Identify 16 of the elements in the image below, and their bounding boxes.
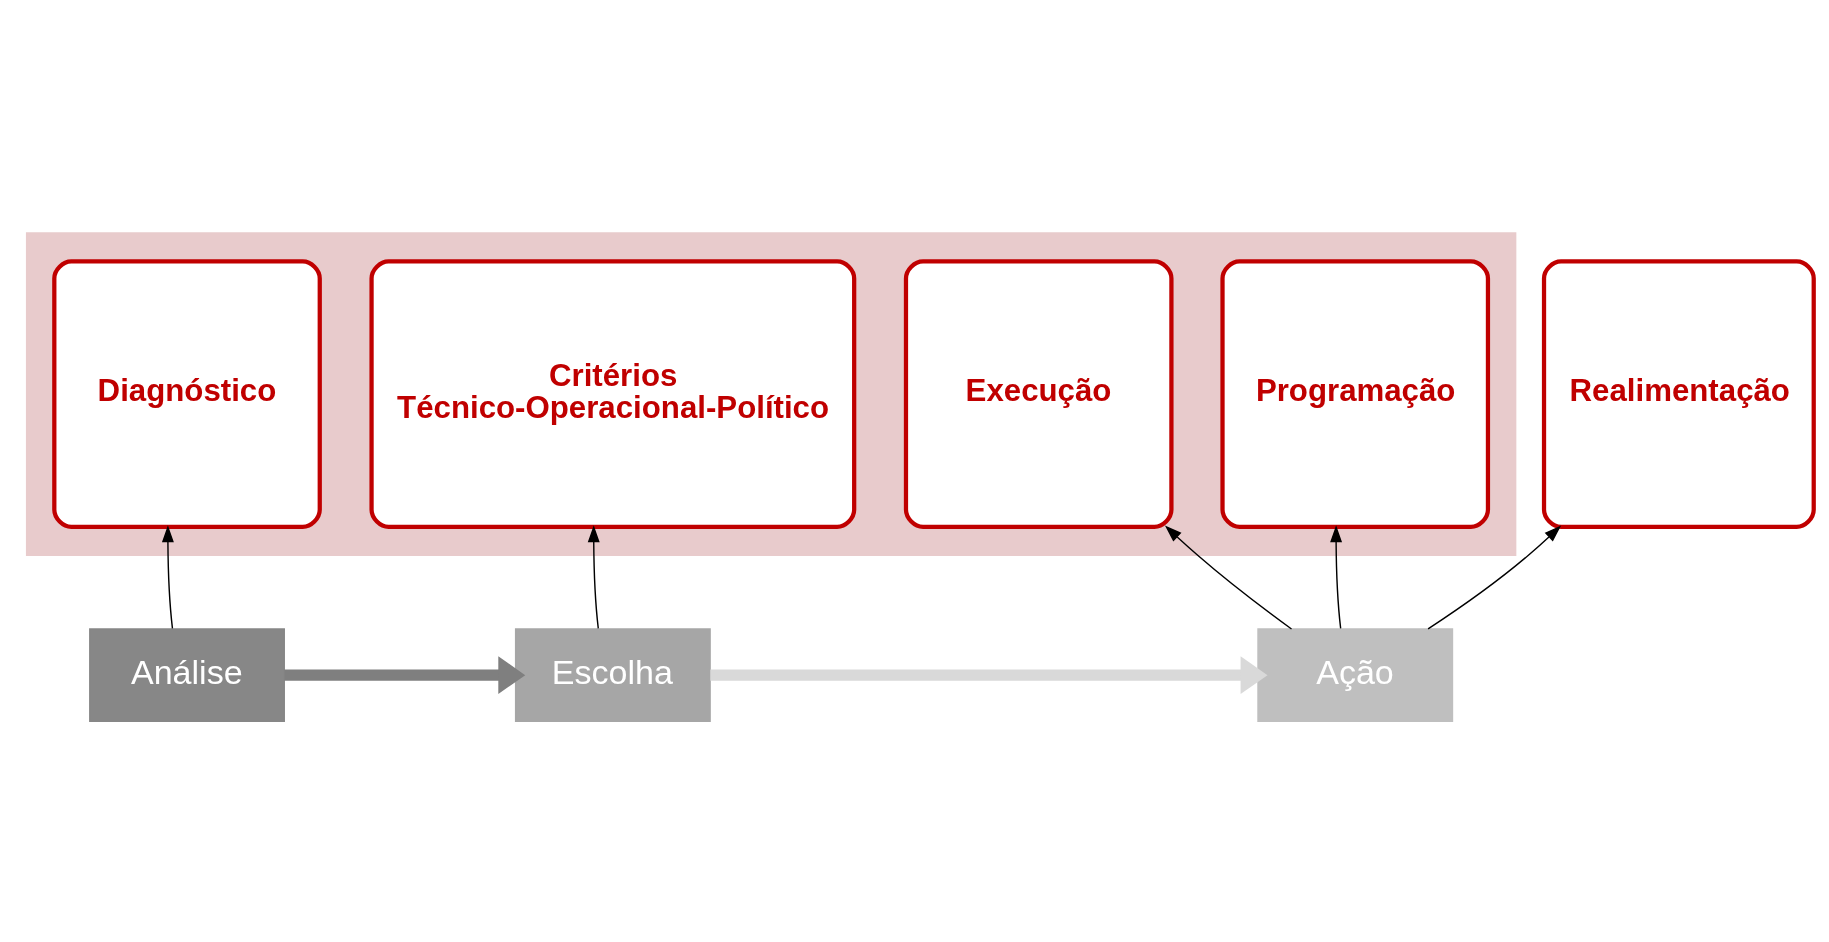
- arrow: [1330, 524, 1343, 629]
- arrow: [587, 524, 600, 629]
- node-box: Realimentação: [1541, 258, 1816, 529]
- node-box: Escolha: [514, 627, 711, 722]
- node-box: Execução: [903, 258, 1174, 529]
- node-box: Programação: [1220, 258, 1491, 529]
- arrow: [284, 655, 526, 694]
- arrow: [710, 655, 1268, 694]
- node-box: Critérios Técnico-Operacional-Político: [369, 258, 857, 529]
- arrow: [1164, 525, 1293, 630]
- arrow: [161, 524, 174, 629]
- node-box: Ação: [1257, 627, 1454, 722]
- node-box: Diagnóstico: [52, 258, 322, 529]
- cluster: [25, 231, 1517, 556]
- arrow: [1427, 524, 1562, 630]
- node-box: Análise: [89, 627, 285, 722]
